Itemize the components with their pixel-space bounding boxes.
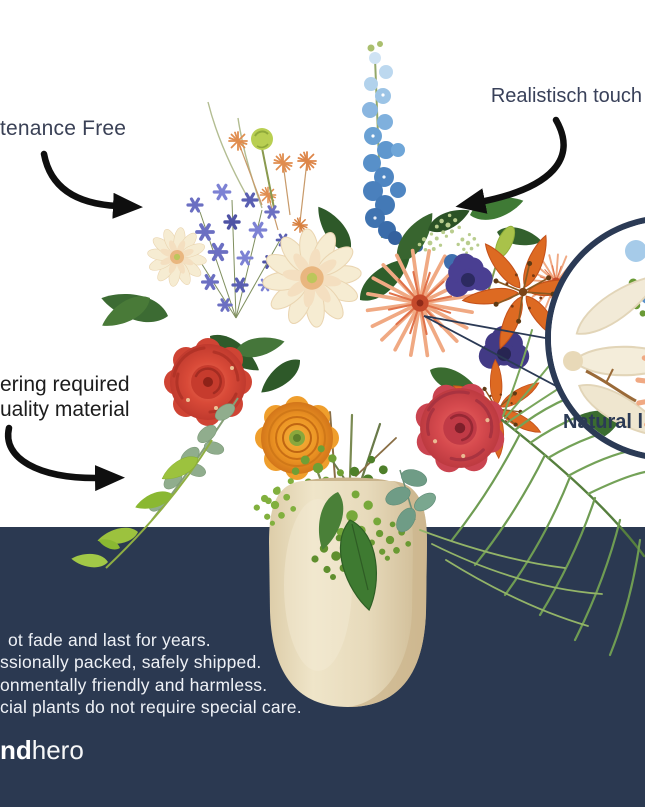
benefit-item: cial plants do not require special care. (0, 697, 302, 718)
orange-ranunculus (255, 396, 339, 480)
annotation-watering-line1: ering required (0, 373, 130, 396)
benefit-item: ssionally packed, safely shipped. (0, 652, 262, 673)
annotation-maintenance-free: tenance Free (0, 117, 127, 140)
front-greenery (253, 469, 436, 615)
annotation-watering-line2: uality material (0, 398, 130, 421)
brand-logo-bold: nd (0, 735, 32, 765)
pink-rose (415, 383, 505, 473)
orange-seed-pods (228, 131, 317, 233)
natural-look-label: Natural l (563, 411, 644, 433)
brand-logo: ndhero (0, 735, 84, 766)
green-bud (251, 128, 275, 209)
brand-logo-light: hero (31, 735, 84, 765)
blue-delphinium (362, 41, 423, 252)
annotation-realistic-touch: Realistisch touch (490, 85, 642, 107)
benefit-item: ot fade and last for years. (8, 630, 211, 650)
benefits-list: ot fade and last for years. ssionally pa… (0, 629, 302, 719)
annotation-watering-material: ering required uality material (0, 372, 130, 422)
inset-twig (585, 368, 637, 403)
red-rose (164, 338, 252, 426)
benefit-item: onmentally friendly and harmless. (0, 674, 268, 695)
trailing-ivy (70, 439, 213, 569)
purple-agapanthus (181, 183, 291, 319)
